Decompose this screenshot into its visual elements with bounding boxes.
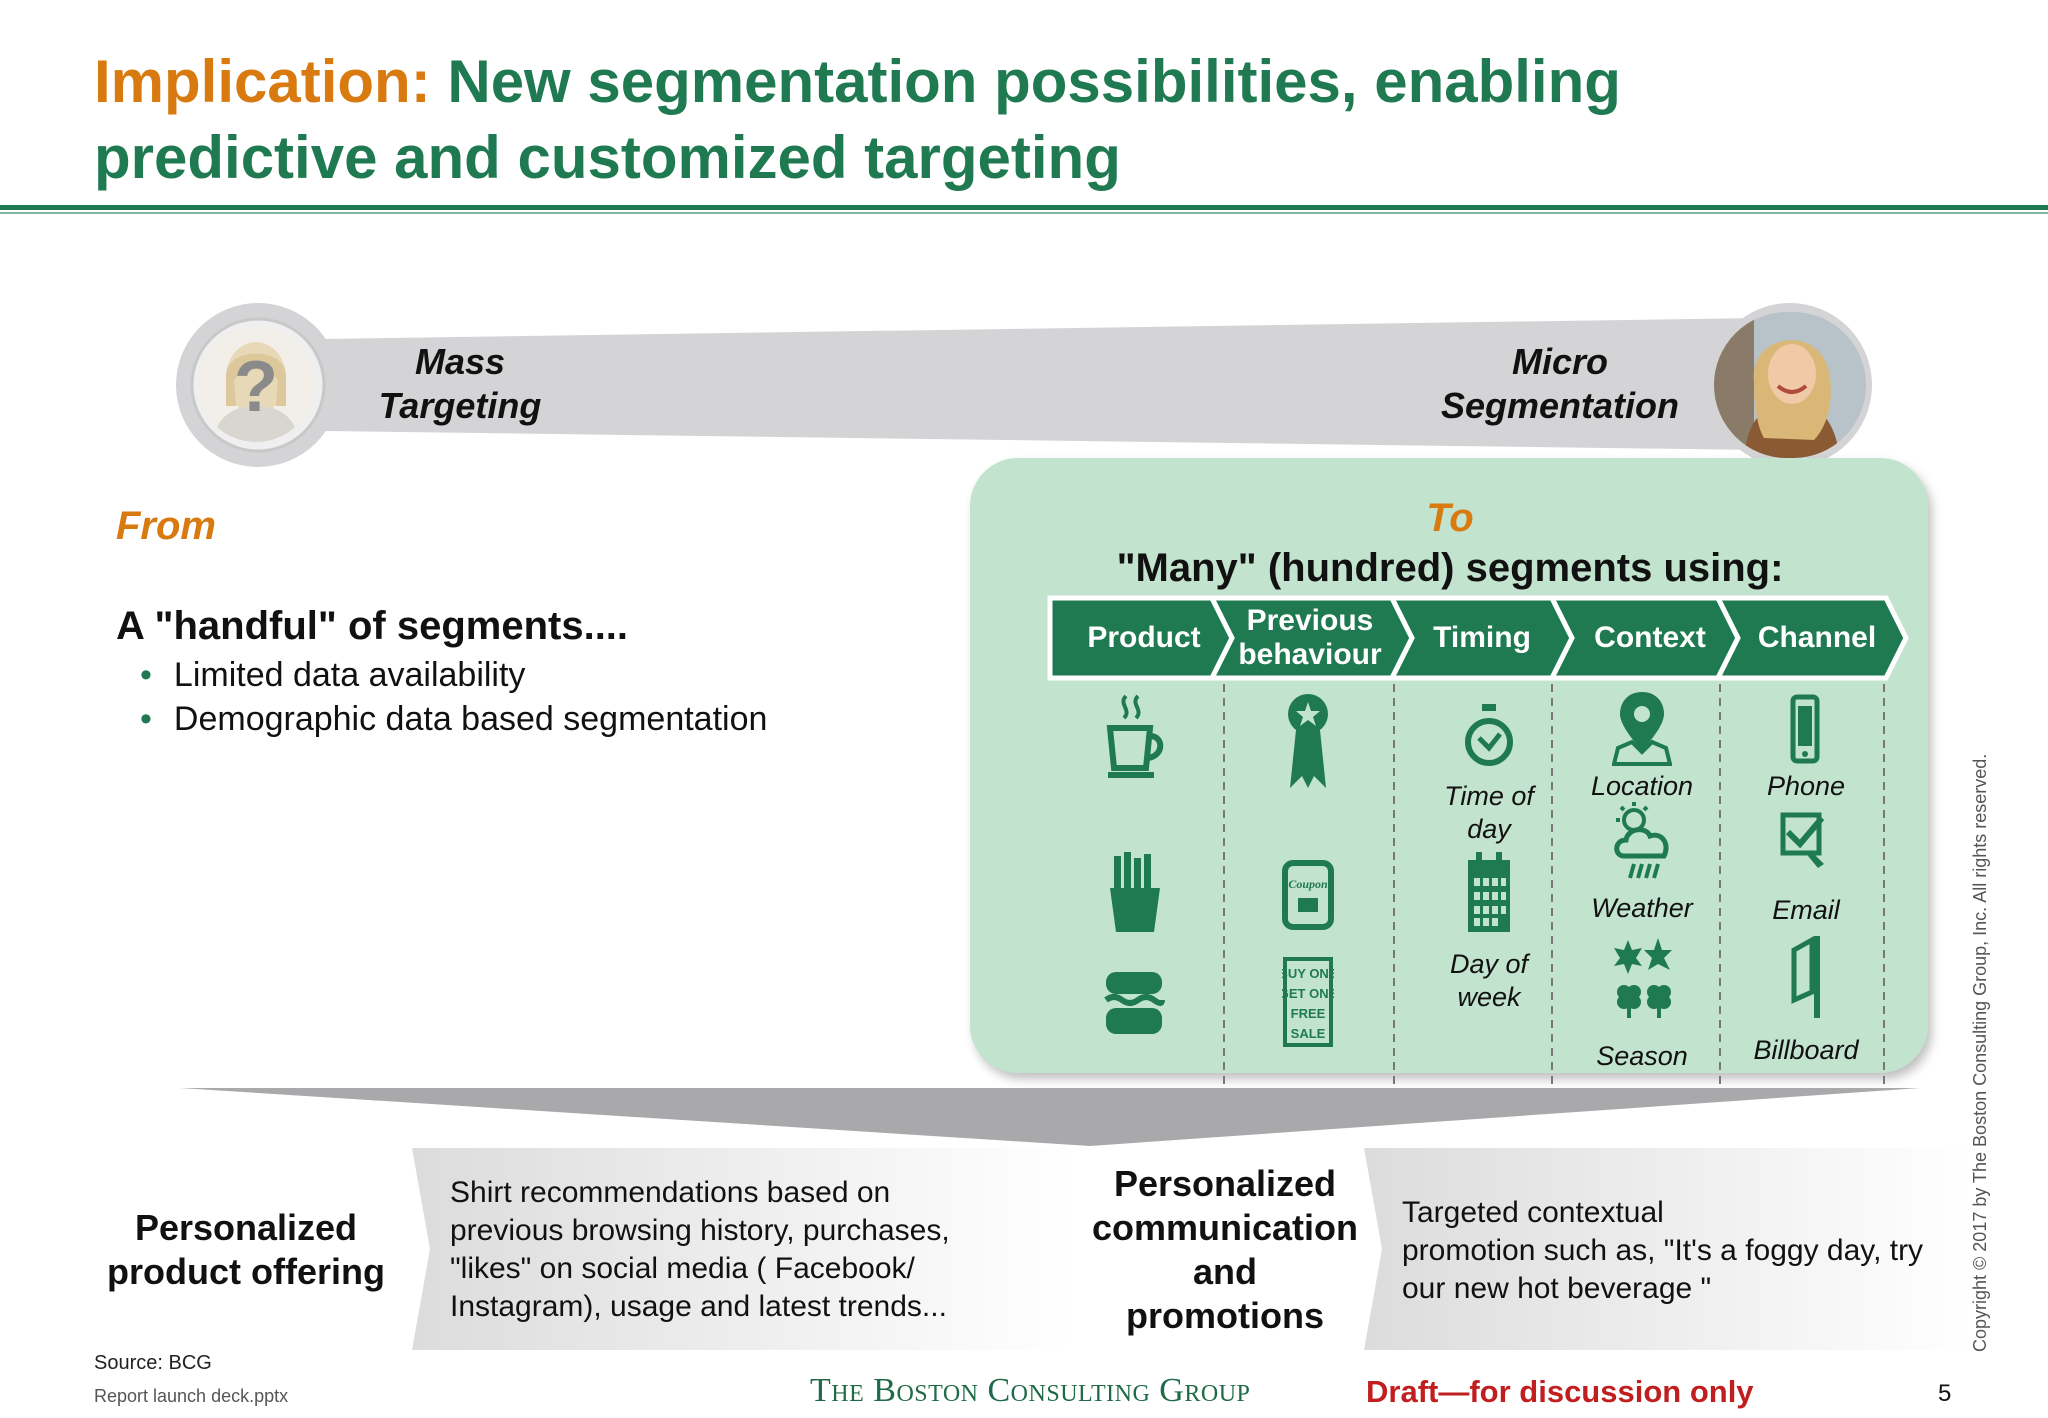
body-line: previous browsing history, purchases,	[450, 1214, 950, 1247]
chevron-label-timing: Timing	[1414, 598, 1550, 678]
icon-label-text: week	[1457, 982, 1521, 1012]
targeting-label: Targeting	[378, 385, 542, 426]
heading-line: communication	[1091, 1207, 1359, 1248]
sandwich-icon	[1104, 972, 1165, 1034]
body-line: Shirt recommendations based on	[450, 1176, 891, 1209]
season-leaves-icon	[1614, 938, 1672, 1018]
email-label: Email	[1772, 895, 1840, 925]
personalized-communication-heading: Personalized communication and promotion…	[1080, 1162, 1370, 1338]
icon-label-text: day	[1467, 814, 1511, 844]
email-icon	[1780, 812, 1825, 868]
chevron-text: behaviour	[1238, 638, 1382, 671]
phone-icon	[1790, 694, 1820, 764]
chevron-text: Channel	[1757, 621, 1877, 654]
bogo-line-1: BUY ONE	[1282, 966, 1334, 981]
coffee-cup-icon	[1106, 694, 1164, 778]
micro-segmentation-label: Micro Segmentation	[1420, 340, 1700, 428]
calendar-icon	[1468, 852, 1510, 932]
billboard-label: Billboard	[1753, 1035, 1859, 1065]
award-ribbon-icon	[1288, 694, 1328, 788]
chevron-text: Timing	[1433, 621, 1531, 654]
from-bullet-1: •Limited data availability	[140, 656, 526, 694]
heading-line: Personalized	[1113, 1163, 1337, 1204]
draft-notice: Draft—for discussion only	[1366, 1374, 1754, 1409]
title-line-1: New segmentation possibilities, enabling	[447, 48, 1621, 115]
bogo-line-3: FREE	[1291, 1006, 1326, 1021]
anonymous-person-icon: ?	[198, 326, 314, 442]
phone-label: Phone	[1766, 771, 1846, 801]
file-name: Report launch deck.pptx	[94, 1386, 289, 1406]
column-dividers	[1223, 684, 1885, 1084]
location-label: Location	[1590, 771, 1694, 801]
weather-label: Weather	[1591, 893, 1693, 923]
body-line: promotion such as, "It's a foggy day, tr…	[1402, 1234, 1924, 1267]
mass-targeting-label: Mass Targeting	[360, 340, 560, 428]
from-heading: A "handful" of segments....	[116, 604, 629, 648]
coupon-icon: Coupon	[1282, 860, 1334, 930]
question-mark: ?	[234, 347, 278, 427]
to-label: To	[1426, 496, 1474, 540]
body-line: Instagram), usage and latest trends...	[450, 1290, 947, 1323]
chevron-text: Previous	[1246, 604, 1374, 637]
person-photo	[1714, 312, 1866, 458]
from-bullet-2: •Demographic data based segmentation	[140, 700, 768, 738]
heading-line: Personalized	[134, 1207, 358, 1248]
chevron-channel	[1713, 595, 1909, 681]
product-offering-text: Shirt recommendations based on previous …	[450, 1174, 1050, 1326]
bogo-line-2: GET ONE	[1282, 986, 1334, 1001]
chevron-label-context: Context	[1578, 598, 1722, 678]
bogo-line-4: SALE	[1291, 1026, 1326, 1041]
bogo-sale-icon: BUY ONE GET ONE FREE SALE	[1282, 957, 1334, 1047]
chevron-label-channel: Channel	[1744, 598, 1890, 678]
icon-label-text: Day of	[1449, 949, 1529, 979]
slide-title: Implication: New segmentation possibilit…	[94, 44, 1794, 196]
fries-icon	[1110, 852, 1160, 932]
segmentation-label: Segmentation	[1440, 385, 1680, 426]
communication-text: Targeted contextual promotion such as, "…	[1402, 1194, 1962, 1308]
heading-line: promotions	[1126, 1295, 1324, 1336]
micro-label: Micro	[1511, 341, 1608, 382]
dimension-chevrons	[1047, 595, 1909, 681]
heading-line: product offering	[107, 1251, 385, 1292]
heading-line: and	[1192, 1251, 1257, 1292]
time-of-day-label: Time of day	[1424, 780, 1554, 846]
body-line: "likes" on social media ( Facebook/	[450, 1252, 915, 1285]
location-pin-icon	[1612, 692, 1672, 766]
coupon-text: Coupon	[1288, 877, 1328, 891]
bcg-logo: The Boston Consulting Group	[810, 1372, 1251, 1409]
funnel-arrow	[180, 1088, 1920, 1146]
title-rule-thin	[0, 212, 2048, 214]
chevron-label-product: Product	[1076, 598, 1212, 678]
from-label: From	[116, 504, 216, 548]
title-rule	[0, 205, 2048, 210]
day-of-week-label: Day of week	[1424, 948, 1554, 1014]
title-line-2: predictive and customized targeting	[94, 124, 1121, 191]
season-label: Season	[1596, 1041, 1688, 1071]
bullet-text: Limited data availability	[173, 656, 526, 694]
page-number: 5	[1938, 1380, 1952, 1407]
personalized-product-heading: Personalized product offering	[96, 1206, 396, 1294]
product-offering-box	[412, 1148, 1072, 1350]
chevron-text: Product	[1087, 621, 1201, 654]
bullet-text: Demographic data based segmentation	[173, 700, 768, 738]
source-note: Source: BCG	[94, 1352, 212, 1374]
weather-icon	[1614, 802, 1669, 879]
mass-label: Mass	[414, 341, 506, 382]
title-prefix: Implication:	[94, 48, 431, 115]
clock-icon	[1465, 704, 1513, 766]
body-line: Targeted contextual	[1402, 1196, 1664, 1229]
body-line: our new hot beverage "	[1402, 1272, 1712, 1305]
copyright-notice: Copyright © 2017 by The Boston Consultin…	[1970, 753, 1990, 1352]
chevron-text: Context	[1594, 621, 1706, 654]
to-heading: "Many" (hundred) segments using:	[1116, 546, 1784, 590]
icon-label-text: Time of	[1444, 781, 1534, 811]
communication-box	[1364, 1148, 1974, 1350]
billboard-icon	[1791, 936, 1820, 1018]
